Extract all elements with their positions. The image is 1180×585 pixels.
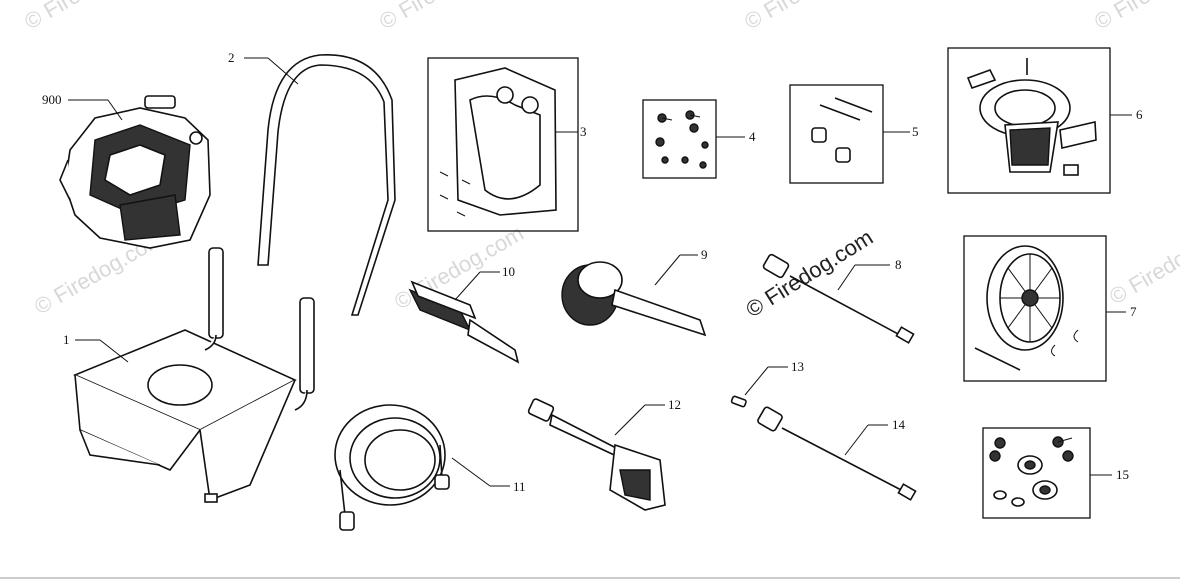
- leader-line: [744, 366, 769, 396]
- leader-line: [451, 457, 491, 487]
- watermark-faint: © Firedog.com: [375, 0, 513, 34]
- part-number-4: 4: [749, 129, 756, 144]
- spray-gun-illustration: [527, 398, 666, 511]
- handle-illustration: [257, 54, 396, 316]
- wand-illustration: [762, 253, 915, 344]
- watermark-faint: © Firedog.com: [20, 0, 158, 34]
- part-number-2: 2: [228, 50, 235, 65]
- watermark-faint: © Firedog.com: [740, 0, 878, 34]
- part-number-1: 1: [63, 332, 70, 347]
- part-box-5: [789, 84, 884, 184]
- scrub-brush-illustration: [408, 280, 520, 364]
- leader-line: [837, 264, 856, 291]
- part-number-8: 8: [895, 257, 902, 272]
- part-box-3: [427, 57, 579, 232]
- wheel-kit-illustration: [974, 245, 1079, 371]
- part-box-4: [642, 99, 717, 179]
- lance-illustration: [757, 406, 917, 501]
- part-number-12: 12: [668, 397, 681, 412]
- part-number-7: 7: [1130, 304, 1137, 319]
- part-number-13: 13: [791, 359, 804, 374]
- part-number-15: 15: [1116, 467, 1129, 482]
- leader-line: [99, 339, 129, 363]
- nozzle-tip-illustration: [730, 395, 747, 408]
- engine-illustration: [59, 95, 211, 249]
- part-number-5: 5: [912, 124, 919, 139]
- part-number-900: 900: [42, 92, 62, 107]
- part-box-15: [982, 427, 1091, 519]
- leader-line: [844, 424, 869, 456]
- part-number-14: 14: [892, 417, 906, 432]
- part-box-7: [963, 235, 1107, 382]
- part-number-11: 11: [513, 479, 526, 494]
- leader-line: [654, 254, 681, 286]
- part-number-9: 9: [701, 247, 708, 262]
- pump-illustration: [966, 58, 1097, 176]
- part-number-3: 3: [580, 124, 587, 139]
- watermark-faint: © Firedog.com: [1090, 0, 1180, 34]
- part-number-6: 6: [1136, 107, 1143, 122]
- watermark-faint: © Firedog.com: [1105, 215, 1180, 309]
- base-frame-illustration: [72, 247, 315, 503]
- leader-line: [614, 404, 646, 436]
- watermark-main: © Firedog.com: [741, 224, 877, 322]
- leader-line: [107, 99, 123, 121]
- wheel-hardware-kit-illustration: [989, 436, 1074, 507]
- leader-line: [267, 57, 299, 85]
- rotating-brush-illustration: [561, 261, 707, 337]
- hardware-kit-b-illustration: [811, 97, 873, 163]
- part-number-10: 10: [502, 264, 515, 279]
- hardware-kit-a-illustration: [655, 110, 709, 169]
- hose-illustration: [334, 404, 450, 531]
- holder-kit-illustration: [439, 67, 557, 217]
- leader-line: [454, 271, 481, 301]
- part-box-6: [947, 47, 1111, 194]
